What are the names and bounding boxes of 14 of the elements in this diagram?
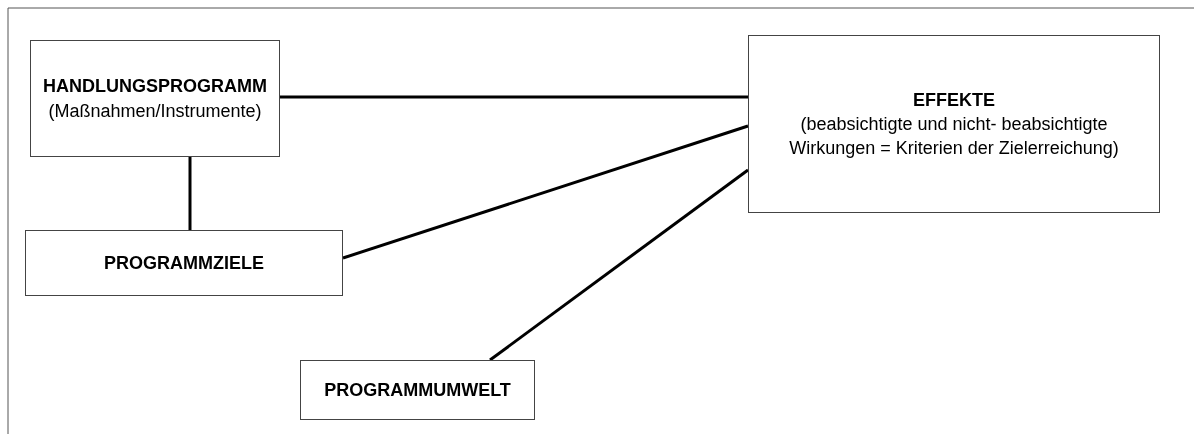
connector-line bbox=[280, 95, 748, 99]
connector-line bbox=[188, 157, 192, 230]
goals-box bbox=[25, 230, 343, 296]
connector-line bbox=[489, 168, 749, 362]
program-box bbox=[30, 40, 280, 157]
environment-box bbox=[300, 360, 535, 420]
connector-line bbox=[342, 124, 749, 260]
node-heading: PROGRAMMUMWELT bbox=[324, 378, 511, 402]
node-heading: HANDLUNGSPROGRAMM bbox=[43, 75, 267, 99]
node-text: (Maßnahmen/Instrumente) bbox=[48, 99, 262, 123]
effects-box bbox=[748, 35, 1160, 213]
node-text: (beabsichtigte und nicht- beabsichtigte Wirkungen = Kriterien der Zielerreichung) bbox=[788, 112, 1120, 161]
node-heading: EFFEKTE bbox=[913, 88, 995, 112]
node-heading: PROGRAMMZIELE bbox=[104, 251, 264, 275]
